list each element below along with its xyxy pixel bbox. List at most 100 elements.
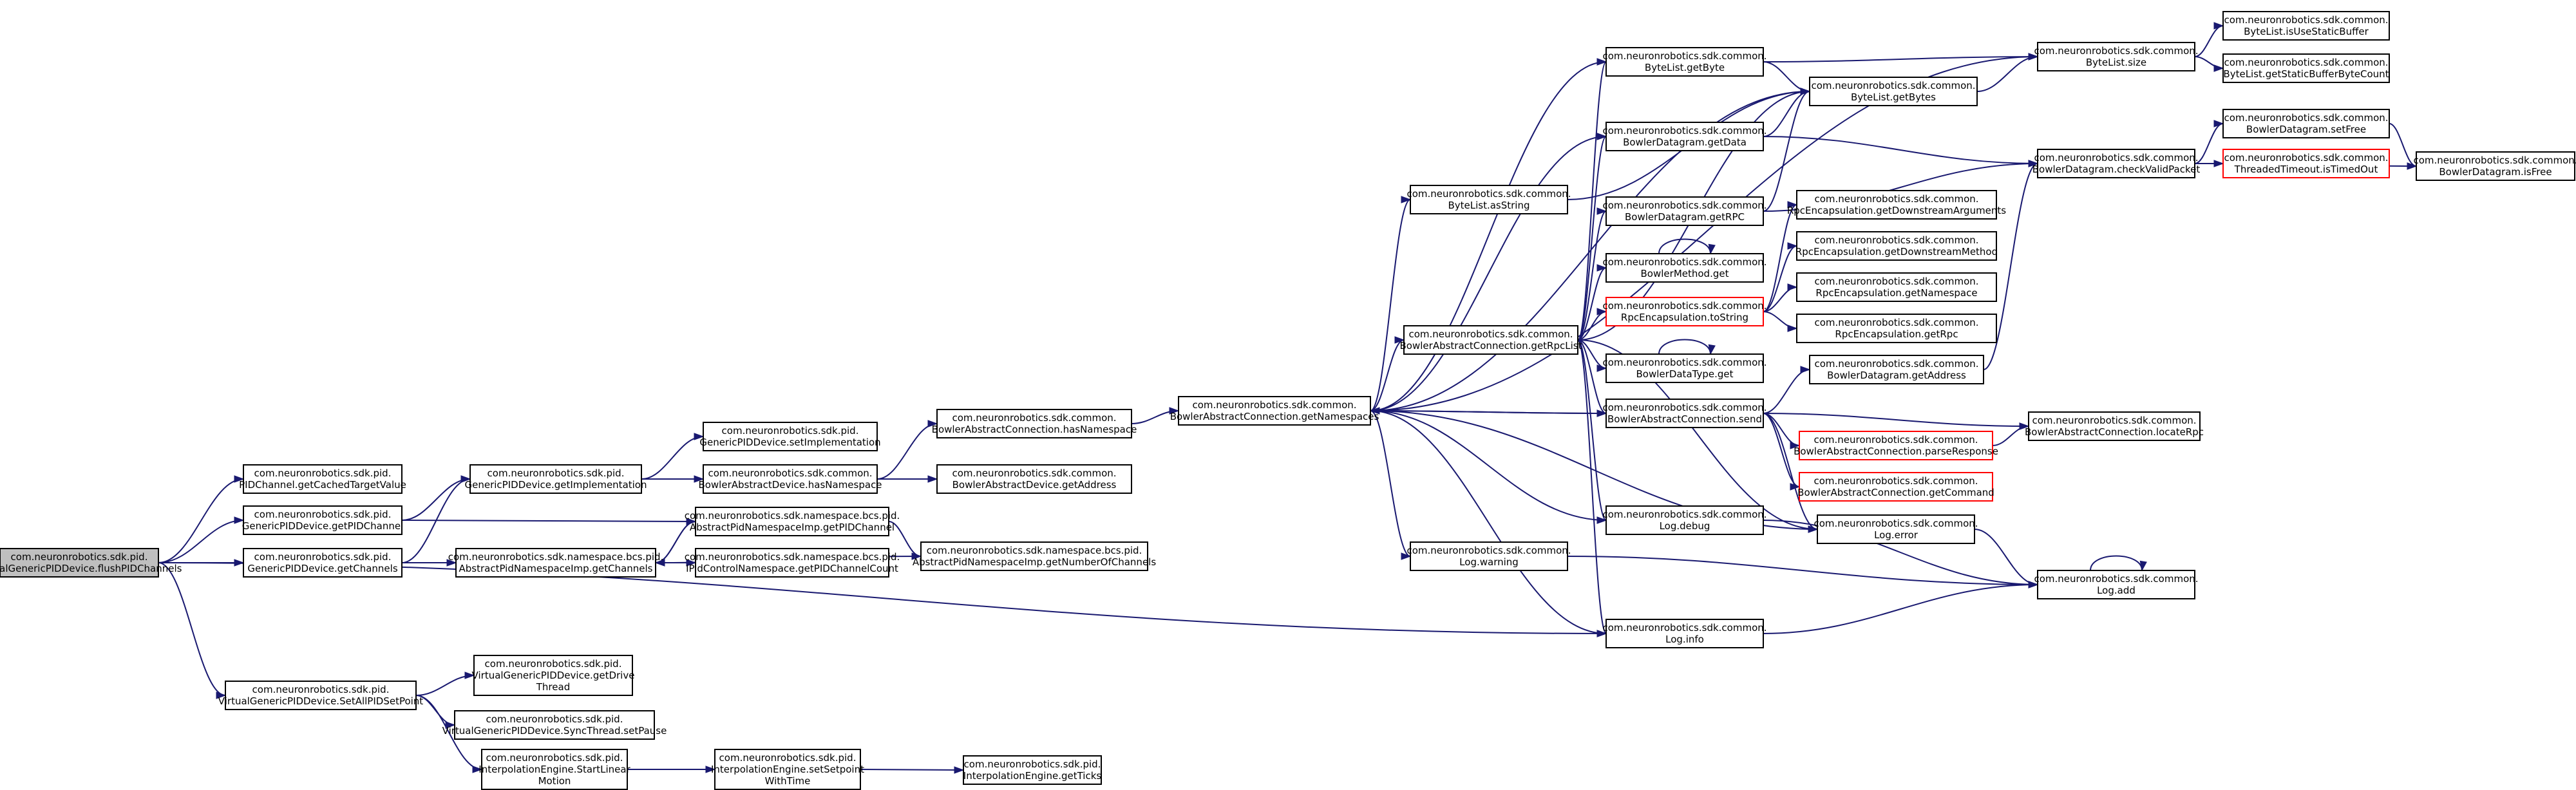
edge-line: [1763, 584, 2038, 634]
edge-abc-get-ns-to-byte-list-as-string: [1370, 196, 1412, 411]
node-byte-list-get-byte[interactable]: com.neuronrobotics.sdk.common.ByteList.g…: [1602, 47, 1767, 77]
node-get-channels[interactable]: com.neuronrobotics.sdk.pid.GenericPIDDev…: [243, 548, 402, 578]
node-label-line: com.neuronrobotics.sdk.pid.: [254, 467, 392, 479]
node-bd-get-rpc[interactable]: com.neuronrobotics.sdk.common.BowlerData…: [1602, 196, 1767, 226]
edge-line: [1976, 56, 2038, 92]
node-abc-has-ns[interactable]: com.neuronrobotics.sdk.common.BowlerAbst…: [932, 409, 1137, 438]
edge-get-impl-to-set-impl: [641, 433, 705, 480]
node-ie-set-setpoint[interactable]: com.neuronrobotics.sdk.pid.Interpolation…: [711, 749, 864, 790]
node-box: [703, 422, 878, 451]
node-abc-get-ns[interactable]: com.neuronrobotics.sdk.common.BowlerAbst…: [1170, 396, 1379, 426]
node-box: [2222, 53, 2390, 83]
node-box: [2037, 42, 2195, 71]
node-tt-is-timed-out[interactable]: com.neuronrobotics.sdk.common.ThreadedTi…: [2222, 149, 2390, 178]
node-box: [455, 548, 656, 578]
node-abc-parse[interactable]: com.neuronrobotics.sdk.common.BowlerAbst…: [1794, 431, 1998, 460]
node-ie-get-ticks[interactable]: com.neuronrobotics.sdk.pid.Interpolation…: [963, 755, 1102, 785]
node-label-line: com.neuronrobotics.sdk.common.: [1602, 622, 1766, 634]
node-set-impl[interactable]: com.neuronrobotics.sdk.pid.GenericPIDDev…: [699, 422, 881, 451]
node-bl-static-count[interactable]: com.neuronrobotics.sdk.common.ByteList.g…: [2222, 53, 2390, 83]
node-root[interactable]: com.neuronrobotics.sdk.pid.VirtualGeneri…: [0, 548, 182, 578]
node-get-cached[interactable]: com.neuronrobotics.sdk.pid.PIDChannel.ge…: [239, 464, 406, 494]
node-box: [2037, 570, 2195, 599]
edge-line: [2194, 25, 2224, 57]
node-log-error[interactable]: com.neuronrobotics.sdk.common.Log.error: [1814, 514, 1978, 544]
node-bd-set-free[interactable]: com.neuronrobotics.sdk.common.BowlerData…: [2222, 109, 2390, 138]
node-rpc-get-down-method[interactable]: com.neuronrobotics.sdk.common.RpcEncapsu…: [1795, 231, 1998, 261]
node-sync-set-pause[interactable]: com.neuronrobotics.sdk.pid.VirtualGeneri…: [442, 710, 667, 740]
node-abc-get-command[interactable]: com.neuronrobotics.sdk.common.BowlerAbst…: [1797, 472, 1994, 502]
edge-arrowhead: [1596, 516, 1607, 524]
node-bd-get-data[interactable]: com.neuronrobotics.sdk.common.BowlerData…: [1602, 122, 1767, 151]
node-byte-list-get-bytes[interactable]: com.neuronrobotics.sdk.common.ByteList.g…: [1809, 77, 1978, 106]
node-box: [243, 505, 402, 535]
edge-line: [1577, 339, 1607, 521]
node-rpc-to-string[interactable]: com.neuronrobotics.sdk.common.RpcEncapsu…: [1602, 297, 1767, 326]
node-label-line: com.neuronrobotics.sdk.common.: [1814, 518, 1978, 529]
node-bdt-get[interactable]: com.neuronrobotics.sdk.common.BowlerData…: [1602, 353, 1767, 383]
node-rpc-get-rpc[interactable]: com.neuronrobotics.sdk.common.RpcEncapsu…: [1796, 314, 1997, 343]
node-ie-start-linear[interactable]: com.neuronrobotics.sdk.pid.Interpolation…: [478, 749, 631, 790]
node-label-line: BowlerAbstractConnection.getRpcList: [1400, 340, 1582, 352]
node-label-line: com.neuronrobotics.sdk.common.: [952, 467, 1116, 479]
node-set-all-pid[interactable]: com.neuronrobotics.sdk.pid.VirtualGeneri…: [218, 681, 424, 710]
node-label-line: BowlerAbstractDevice.getAddress: [952, 479, 1117, 491]
edge-bd-get-data-to-bd-check-valid: [1763, 136, 2039, 167]
node-bm-get[interactable]: com.neuronrobotics.sdk.common.BowlerMeth…: [1602, 253, 1767, 283]
node-box: [473, 655, 633, 696]
node-label-line: Log.error: [1874, 529, 1918, 541]
node-bad-get-addr[interactable]: com.neuronrobotics.sdk.common.BowlerAbst…: [936, 464, 1132, 494]
node-log-debug[interactable]: com.neuronrobotics.sdk.common.Log.debug: [1602, 505, 1767, 535]
edge-arrowhead: [1596, 364, 1607, 372]
call-graph-nodes: com.neuronrobotics.sdk.pid.VirtualGeneri…: [0, 11, 2576, 790]
edge-line: [1763, 204, 1797, 312]
node-label-line: BowlerDatagram.getData: [1623, 136, 1747, 148]
edge-rpc-to-string-to-rpc-get-down-method: [1763, 242, 1798, 312]
edge-byte-list-size-to-bl-use-static: [2194, 22, 2224, 57]
edge-abc-get-rpc-list-to-bd-get-data: [1577, 133, 1607, 341]
node-box: [695, 507, 889, 536]
node-log-info[interactable]: com.neuronrobotics.sdk.common.Log.info: [1602, 619, 1767, 648]
node-get-impl[interactable]: com.neuronrobotics.sdk.pid.GenericPIDDev…: [465, 464, 647, 494]
node-bd-is-free[interactable]: com.neuronrobotics.sdk.common.BowlerData…: [2413, 151, 2576, 181]
node-label-line: InterpolationEngine.setSetpoint: [711, 764, 864, 775]
node-label-line: BowlerDatagram.checkValidPacket: [2032, 164, 2201, 175]
node-label-line: BowlerAbstractConnection.send: [1607, 413, 1762, 425]
edge-arrowhead: [694, 433, 705, 440]
node-bl-use-static[interactable]: com.neuronrobotics.sdk.common.ByteList.i…: [2222, 11, 2390, 41]
node-abc-locate-rpc[interactable]: com.neuronrobotics.sdk.common.BowlerAbst…: [2025, 411, 2204, 441]
node-label-line: com.neuronrobotics.sdk.pid.: [252, 684, 390, 695]
node-box: [2222, 149, 2390, 178]
node-ipid-count[interactable]: com.neuronrobotics.sdk.namespace.bcs.pid…: [685, 548, 900, 578]
node-apni-num[interactable]: com.neuronrobotics.sdk.namespace.bcs.pid…: [913, 541, 1157, 571]
edge-arrowhead: [1708, 243, 1716, 255]
node-bad-has-ns[interactable]: com.neuronrobotics.sdk.common.BowlerAbst…: [698, 464, 882, 494]
edge-line: [158, 562, 1607, 634]
node-label-line: com.neuronrobotics.sdk.common.: [1814, 358, 1978, 370]
node-get-pidchannel[interactable]: com.neuronrobotics.sdk.pid.GenericPIDDev…: [242, 505, 404, 535]
node-abc-get-rpc-list[interactable]: com.neuronrobotics.sdk.common.BowlerAbst…: [1400, 325, 1582, 355]
edge-arrowhead: [1369, 407, 1380, 415]
node-box: [1605, 122, 1764, 151]
node-label-line: InterpolationEngine.getTicks: [963, 770, 1102, 782]
edge-abc-has-ns-to-abc-get-ns: [1131, 407, 1180, 424]
edge-line: [1763, 369, 1810, 414]
node-label-line: BowlerMethod.get: [1641, 268, 1729, 279]
edge-line: [1763, 136, 2038, 164]
edge-arrowhead: [705, 766, 716, 773]
node-bd-check-valid[interactable]: com.neuronrobotics.sdk.common.BowlerData…: [2032, 149, 2201, 178]
node-byte-list-size[interactable]: com.neuronrobotics.sdk.common.ByteList.s…: [2034, 42, 2199, 71]
node-abc-send[interactable]: com.neuronrobotics.sdk.common.BowlerAbst…: [1602, 399, 1767, 428]
node-rpc-get-down-args[interactable]: com.neuronrobotics.sdk.common.RpcEncapsu…: [1787, 190, 2006, 220]
node-byte-list-as-string[interactable]: com.neuronrobotics.sdk.common.ByteList.a…: [1406, 185, 1571, 214]
edge-abc-send-to-abc-locate-rpc: [1763, 413, 2030, 430]
node-rpc-get-ns[interactable]: com.neuronrobotics.sdk.common.RpcEncapsu…: [1796, 272, 1997, 302]
node-log-warning[interactable]: com.neuronrobotics.sdk.common.Log.warnin…: [1406, 541, 1571, 571]
node-get-drive-thread[interactable]: com.neuronrobotics.sdk.pid.VirtualGeneri…: [472, 655, 635, 696]
node-log-add[interactable]: com.neuronrobotics.sdk.common.Log.add: [2034, 570, 2199, 599]
node-apni-get-pid[interactable]: com.neuronrobotics.sdk.namespace.bcs.pid…: [685, 507, 900, 536]
node-apni-get-channels[interactable]: com.neuronrobotics.sdk.namespace.bcs.pid…: [448, 548, 664, 578]
edge-arrowhead: [1596, 133, 1607, 140]
node-bd-get-address[interactable]: com.neuronrobotics.sdk.common.BowlerData…: [1809, 355, 1984, 384]
edge-arrowhead: [1596, 630, 1607, 637]
